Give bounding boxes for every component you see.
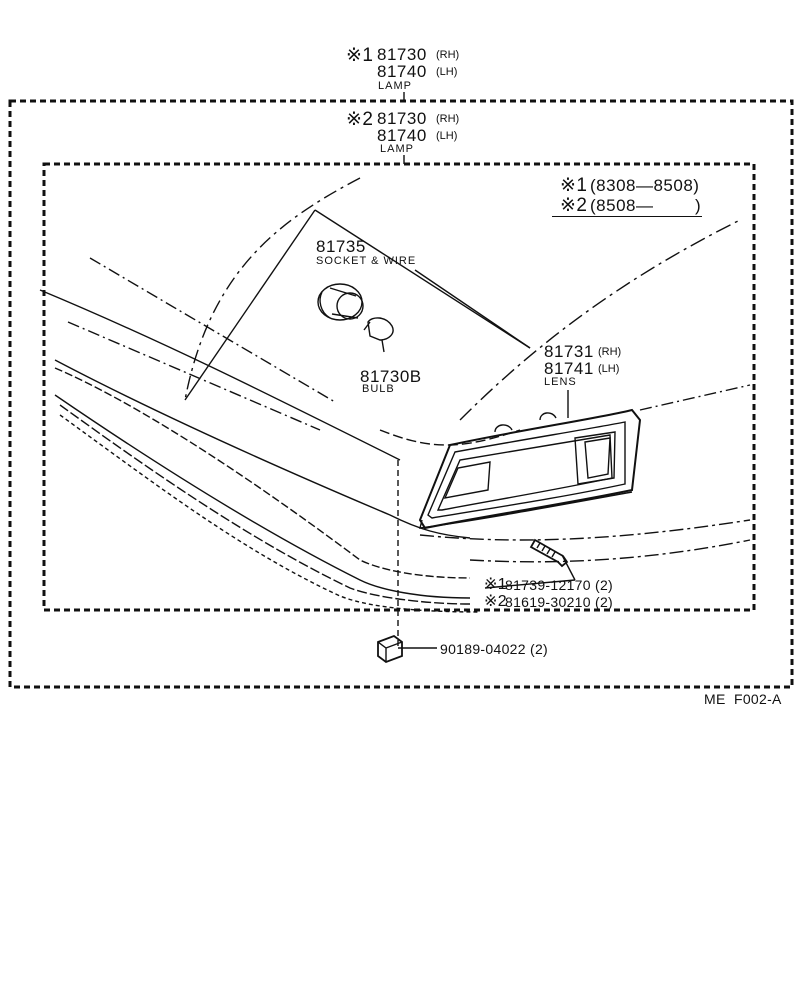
screw-2-mark: ※2 <box>484 593 507 610</box>
body-edge-1 <box>54 367 471 579</box>
bulb-part-number: 81730B <box>360 367 422 386</box>
body-line-1 <box>89 257 336 403</box>
bumper-1 <box>54 394 471 599</box>
inner-lamp-rh-number: 81730 <box>377 109 427 128</box>
roof-curve <box>184 177 361 401</box>
lens-rh-number: 81731 <box>544 342 594 361</box>
header-mark-1: ※1 <box>346 45 374 66</box>
bumper-2 <box>59 404 471 605</box>
screw-1-mark: ※1 <box>484 576 507 593</box>
bulb-drawing <box>363 317 394 353</box>
nut-part-number: 90189-04022 (2) <box>440 641 549 657</box>
legend-range-1: (8308—8508) <box>590 176 700 195</box>
screw-2-number: 81619-30210 (2) <box>505 594 614 610</box>
outer-frame <box>8 99 794 689</box>
hood-right <box>639 384 751 411</box>
hood-line <box>379 429 521 446</box>
socket-part-name: SOCKET & WIRE <box>316 255 417 267</box>
lens-part-name: LENS <box>544 376 577 388</box>
inner-lamp-lh-side: (LH) <box>436 130 458 142</box>
body-right-2 <box>469 539 751 563</box>
legend-mark-1: ※1 <box>560 175 588 196</box>
header-lamp-rh-side: (RH) <box>436 49 460 61</box>
legend-underline <box>552 216 702 217</box>
lens-rh-side: (RH) <box>598 346 622 358</box>
lens-lh-number: 81741 <box>544 359 594 378</box>
header-lamp-lh-number: 81740 <box>377 62 427 81</box>
body-right-1 <box>419 519 751 541</box>
bulb-part-name: BULB <box>362 383 395 395</box>
inner-lamp-rh-side: (RH) <box>436 113 460 125</box>
nut-drawing <box>377 634 403 664</box>
legend-mark-2: ※2 <box>560 195 588 216</box>
header-lamp-name: LAMP <box>378 80 412 92</box>
socket-part-number: 81735 <box>316 237 366 256</box>
body-upper <box>39 289 401 461</box>
inner-mark-2: ※2 <box>346 109 374 130</box>
inner-lamp-lh-number: 81740 <box>377 126 427 145</box>
body-line-2 <box>67 321 321 431</box>
screw-drawing <box>529 538 569 568</box>
lamp-assembly <box>418 408 642 530</box>
diagram-code: ME F002-A <box>704 691 782 707</box>
inner-lamp-name: LAMP <box>380 143 414 155</box>
legend-range-2-close: ) <box>695 196 702 215</box>
header-lamp-lh-side: (LH) <box>436 66 458 78</box>
inner-frame <box>42 162 756 612</box>
header-lamp-rh-number: 81730 <box>377 45 427 64</box>
lens-lh-side: (LH) <box>598 363 620 375</box>
screw-1-number: 81739-12170 (2) <box>505 577 614 593</box>
legend-range-2: (8508— <box>590 196 654 215</box>
body-mid <box>54 359 471 539</box>
socket-drawing <box>317 283 364 321</box>
bumper-3 <box>59 414 481 613</box>
hood-curve <box>459 219 741 421</box>
